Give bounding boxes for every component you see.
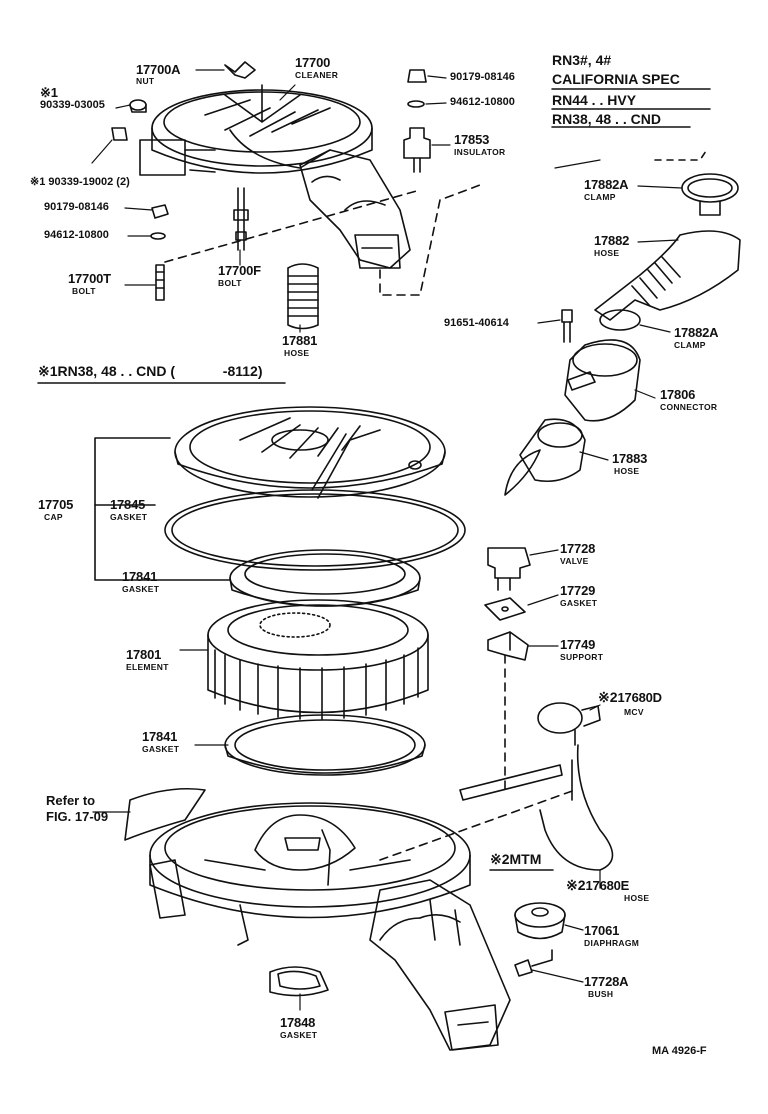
part-17806-name: CONNECTOR (660, 402, 718, 412)
part-17700A-number: 17700A (136, 62, 181, 77)
part-17801-number: 17801 (126, 647, 162, 662)
part-17680D: ※217680D (598, 690, 662, 706)
mtm-note: ※2MTM (490, 851, 542, 867)
part-17700T-number: 17700T (68, 271, 111, 286)
part-17729-number: 17729 (560, 583, 596, 598)
part-17882A-top-number: 17882A (584, 177, 629, 192)
cap-gasket-element-drawing (94, 406, 466, 776)
part-17061-name: DIAPHRAGM (584, 938, 640, 948)
part-17705-number: 17705 (38, 497, 74, 512)
part-17680E-mark: ※2 (566, 877, 586, 893)
part-90179-08146-top-number: 90179-08146 (450, 71, 515, 83)
part-17749-name: SUPPORT (560, 652, 604, 662)
part-17841-top-name: GASKET (122, 584, 160, 594)
part-17680E-number: 17680E (585, 878, 630, 893)
refer-note-line2: FIG. 17-09 (46, 809, 109, 824)
part-17700F-number: 17700F (218, 263, 261, 278)
part-17882-name: HOSE (594, 248, 620, 258)
part-17728-name: VALVE (560, 556, 589, 566)
part-17061-number: 17061 (584, 923, 620, 938)
spec-note-line4: RN38, 48 . . CND (552, 111, 661, 127)
section-header-text: ※1RN38, 48 . . CND ( (38, 363, 175, 379)
section-header: ※1RN38, 48 . . CND ( -8112) (38, 364, 262, 378)
part-17853-name: INSULATOR (454, 147, 506, 157)
part-17845-number: 17845 (110, 497, 146, 512)
part-17700T-name: BOLT (72, 286, 96, 296)
part-17882A-name: CLAMP (674, 340, 706, 350)
part-17680E-name: HOSE (624, 893, 650, 903)
part-17841-name: GASKET (142, 744, 180, 754)
part-17728A-number: 17728A (584, 974, 629, 989)
part-17700-name: CLEANER (295, 70, 339, 80)
part-90179-08146-number: 90179-08146 (44, 201, 109, 213)
part-17881-name: HOSE (284, 348, 310, 358)
part-17883-name: HOSE (614, 466, 640, 476)
part-94612-10800-top-number: 94612-10800 (450, 96, 515, 108)
part-17749-number: 17749 (560, 637, 596, 652)
spec-underlines (37, 88, 711, 871)
part-90339-19002-number: ※1 90339-19002 (2) (30, 176, 130, 188)
hose-17881-drawing (287, 263, 319, 330)
part-17680D-name: MCV (624, 707, 644, 717)
part-17801-name: ELEMENT (126, 662, 169, 672)
leader-lines (91, 69, 683, 1011)
spec-note-line2: CALIFORNIA SPEC (552, 71, 680, 87)
section-header-date: -8112) (222, 363, 263, 379)
part-17806-number: 17806 (660, 387, 696, 402)
refer-note-line1: Refer to (46, 793, 96, 808)
part-17883-number: 17883 (612, 451, 648, 466)
part-17705-name: CAP (44, 512, 63, 522)
part-17680D-mark: ※2 (598, 689, 618, 705)
part-17680E: ※217680E (566, 878, 629, 894)
part-90339-03005-number: 90339-03005 (40, 99, 105, 111)
cleaner-body-drawing (124, 787, 511, 1051)
footer-code: MA 4926-F (652, 1045, 707, 1057)
part-90339-03005-mark: ※1 (40, 85, 58, 100)
part-17881-number: 17881 (282, 333, 318, 348)
part-17848-name: GASKET (280, 1030, 318, 1040)
part-17700F-name: BOLT (218, 278, 242, 288)
part-17882A-top-name: CLAMP (584, 192, 616, 202)
part-17700A-name: NUT (136, 76, 155, 86)
part-17700-number: 17700 (295, 55, 331, 70)
spec-note-line1: RN3#, 4# (552, 52, 612, 68)
part-17841-top-number: 17841 (122, 569, 158, 584)
part-17680D-number: 17680D (617, 690, 663, 705)
bolt-and-washer-drawings (150, 184, 481, 301)
part-17728-number: 17728 (560, 541, 596, 556)
part-17729-name: GASKET (560, 598, 598, 608)
part-94612-10800-number: 94612-10800 (44, 229, 109, 241)
part-17845-name: GASKET (110, 512, 148, 522)
part-17853-number: 17853 (454, 132, 490, 147)
air-cleaner-assembly-drawing (111, 61, 411, 269)
part-17882-number: 17882 (594, 233, 630, 248)
part-91651-40614-number: 91651-40614 (444, 317, 509, 329)
hose-connector-chain-drawing (504, 147, 741, 496)
insulator-drawing (403, 69, 431, 173)
spec-note-line3: RN44 . . HVY (552, 92, 637, 108)
part-17848-number: 17848 (280, 1015, 316, 1030)
part-17728A-name: BUSH (588, 989, 614, 999)
part-17882A-number: 17882A (674, 325, 719, 340)
part-17841-number: 17841 (142, 729, 178, 744)
valve-support-mcv-drawing (379, 547, 614, 977)
